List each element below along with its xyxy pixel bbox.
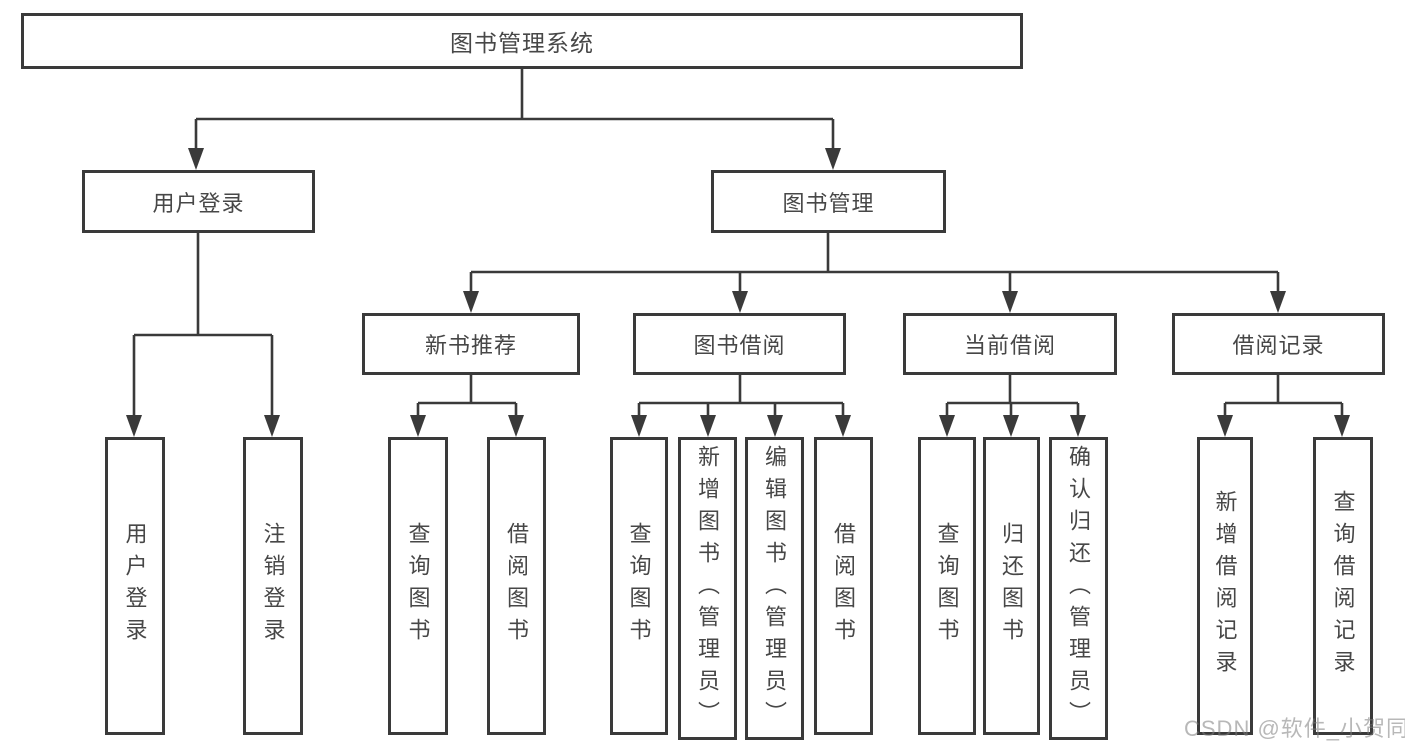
leaf-query-books-recommend: 查询图书 — [388, 437, 448, 735]
leaf-add-borrow-record-label: 新增借阅记录 — [1212, 490, 1238, 682]
connector-userlogin-to-leaves — [132, 233, 274, 418]
leaf-query-books-current: 查询图书 — [918, 437, 976, 735]
leaf-borrow-books-recommend-label: 借阅图书 — [504, 522, 530, 650]
node-new-book-recommend: 新书推荐 — [362, 313, 580, 375]
leaf-user-login: 用户登录 — [105, 437, 165, 735]
leaf-borrow-books: 借阅图书 — [814, 437, 873, 735]
node-current-borrow-label: 当前借阅 — [963, 333, 1056, 358]
leaf-query-books-recommend-label: 查询图书 — [405, 522, 431, 650]
connector-bookmgmt-to-level3 — [469, 233, 1280, 293]
leaf-return-books: 归还图书 — [983, 437, 1040, 735]
connector-currentborrow-to-leaves — [945, 375, 1080, 418]
leaf-edit-books-admin-label: 编辑图书（管理员） — [762, 444, 788, 733]
leaf-borrow-books-recommend: 借阅图书 — [487, 437, 546, 735]
node-root-label: 图书管理系统 — [450, 30, 594, 56]
leaf-query-borrow-record-label: 查询借阅记录 — [1330, 490, 1356, 682]
leaf-logout: 注销登录 — [243, 437, 303, 735]
leaf-add-books-admin-label: 新增图书（管理员） — [695, 444, 721, 733]
leaf-confirm-return-admin: 确认归还（管理员） — [1049, 437, 1108, 740]
leaf-borrow-books-label: 借阅图书 — [831, 522, 857, 650]
leaf-user-login-label: 用户登录 — [122, 522, 148, 650]
connector-newbook-to-leaves — [416, 375, 518, 418]
node-book-borrow: 图书借阅 — [633, 313, 846, 375]
leaf-add-books-admin: 新增图书（管理员） — [678, 437, 737, 740]
leaf-add-borrow-record: 新增借阅记录 — [1197, 437, 1253, 735]
node-current-borrow: 当前借阅 — [903, 313, 1117, 375]
arrowhead-icons — [126, 148, 1350, 437]
leaf-edit-books-admin: 编辑图书（管理员） — [745, 437, 804, 740]
node-book-borrow-label: 图书借阅 — [693, 333, 786, 358]
node-borrow-records-label: 借阅记录 — [1232, 333, 1325, 358]
leaf-query-books-borrow: 查询图书 — [610, 437, 668, 735]
csdn-watermark: CSDN @软件_小贺同学 — [1184, 716, 1405, 741]
node-user-login-label: 用户登录 — [152, 190, 245, 216]
leaf-confirm-return-admin-label: 确认归还（管理员） — [1066, 444, 1092, 733]
node-borrow-records: 借阅记录 — [1172, 313, 1385, 375]
leaf-query-borrow-record: 查询借阅记录 — [1313, 437, 1373, 735]
node-book-management: 图书管理 — [711, 170, 946, 233]
connector-root-to-level2 — [194, 69, 835, 150]
leaf-logout-label: 注销登录 — [260, 522, 286, 650]
leaf-query-books-current-label: 查询图书 — [934, 522, 960, 650]
node-new-book-recommend-label: 新书推荐 — [424, 333, 517, 358]
leaf-query-books-borrow-label: 查询图书 — [626, 522, 652, 650]
leaf-return-books-label: 归还图书 — [999, 522, 1025, 650]
node-book-management-label: 图书管理 — [782, 190, 875, 216]
connector-bookborrow-to-leaves — [637, 375, 845, 418]
connector-records-to-leaves — [1223, 375, 1344, 418]
node-root: 图书管理系统 — [21, 13, 1023, 69]
node-user-login: 用户登录 — [82, 170, 315, 233]
